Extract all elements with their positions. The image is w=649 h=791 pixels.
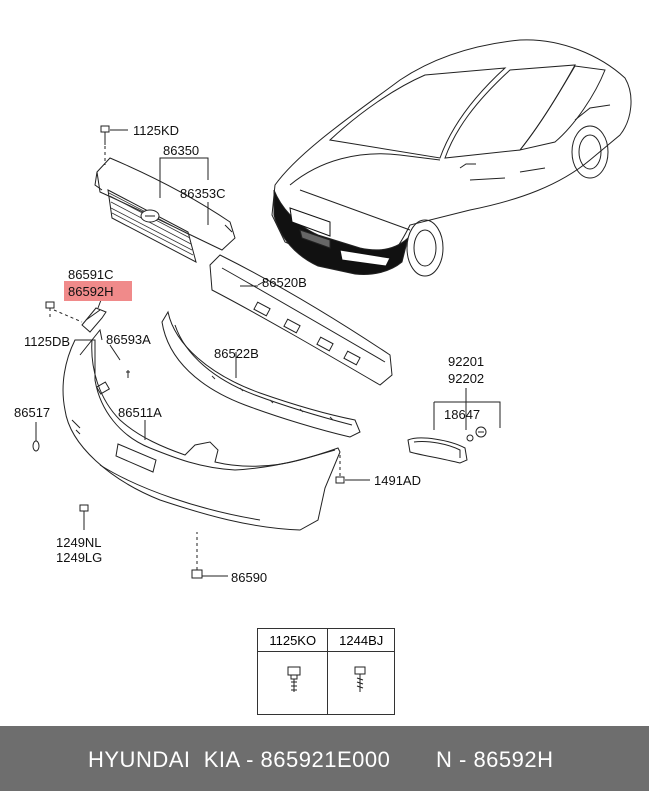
footer-part-number: HYUNDAI KIA - 865921E000 (88, 747, 391, 772)
screw-1125KD (100, 125, 128, 165)
label-92202: 92202 (448, 371, 484, 386)
label-86592H: 86592H (68, 284, 114, 299)
screw-1249NL (79, 504, 89, 530)
label-86520B: 86520B (262, 275, 307, 290)
label-86353C: 86353C (180, 186, 226, 201)
grille-86350 (94, 157, 236, 263)
label-86350: 86350 (163, 143, 199, 158)
label-86590: 86590 (231, 570, 267, 585)
highlight-86592H (64, 281, 132, 301)
clip-86593A (109, 344, 130, 378)
hardware-cell-1 (256, 651, 329, 715)
car-illustration (271, 39, 632, 277)
parts-diagram: 1125KD 86350 86353C 86591C 86592H 86520B… (14, 39, 632, 692)
label-86522B: 86522B (214, 346, 259, 361)
label-86511A: 86511A (118, 405, 162, 420)
label-1249LG: 1249LG (56, 550, 102, 565)
footer-diagram-ref: N - 86592H (436, 747, 554, 772)
lip-86522B (161, 310, 361, 438)
screw-86590 (191, 532, 228, 579)
hardware-cell-2 (327, 651, 395, 715)
label-86517: 86517 (14, 405, 50, 420)
hardware-table: 1125KO 1244BJ (256, 628, 395, 715)
hardware-col-1244BJ: 1244BJ (327, 628, 395, 652)
label-1125DB: 1125DB (24, 334, 70, 349)
leader-lines (35, 157, 501, 440)
footer-bar: HYUNDAI KIA - 865921E000 N - 86592H (0, 726, 649, 791)
label-1491AD: 1491AD (374, 473, 421, 488)
label-1249NL: 1249NL (56, 535, 102, 550)
label-1125KD: 1125KD (133, 123, 179, 138)
label-18647: 18647 (444, 407, 480, 422)
label-92201: 92201 (448, 354, 484, 369)
label-86591C: 86591C (68, 267, 114, 282)
hardware-col-1125KO: 1125KO (256, 628, 329, 652)
bumper-86511A (32, 328, 341, 531)
label-86593A: 86593A (106, 332, 151, 347)
part-labels: 1125KD 86350 86353C 86591C 86592H 86520B… (14, 123, 484, 585)
absorber-86520B (209, 254, 393, 386)
screw-1491AD (335, 455, 370, 484)
fog-lamp-92201 (407, 426, 487, 464)
